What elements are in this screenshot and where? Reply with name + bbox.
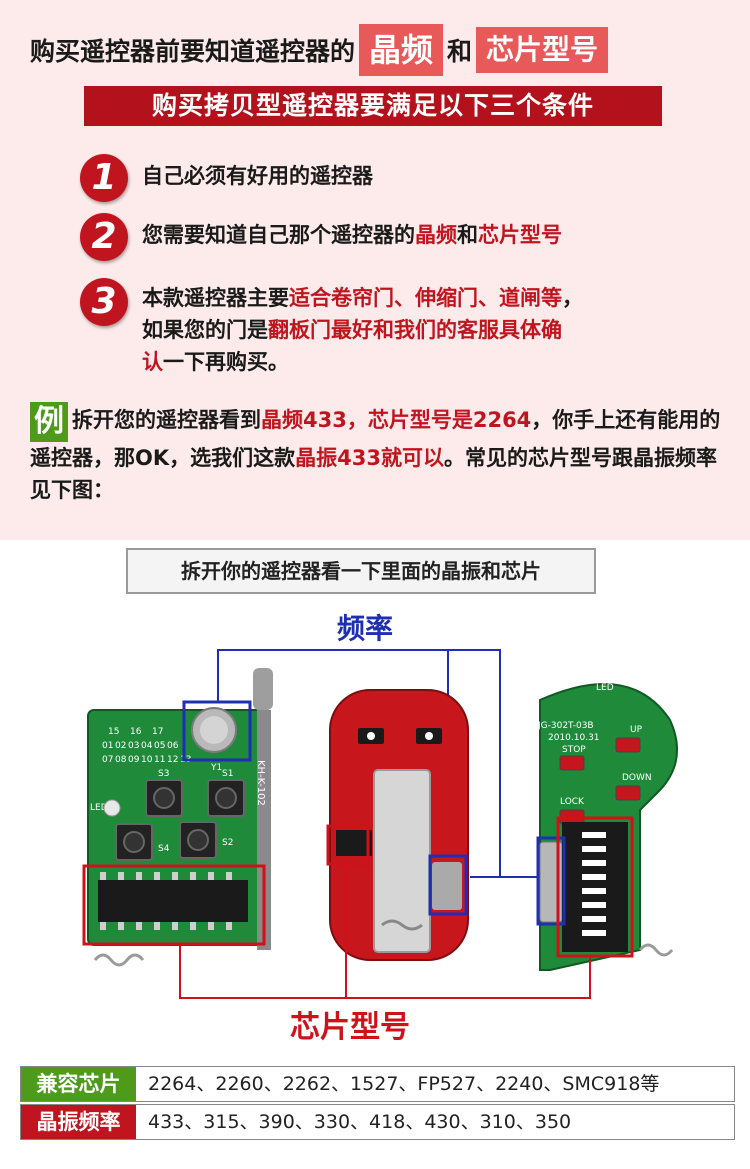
svg-text:LOCK: LOCK xyxy=(560,797,585,807)
svg-text:DOWN: DOWN xyxy=(622,773,652,783)
board-3-model: JG-302T-03B xyxy=(537,721,594,731)
condition-3-l3-b: 一下再购买。 xyxy=(163,350,289,374)
example-paragraph: 例拆开您的遥控器看到晶频433，芯片型号是2264，你手上还有能用的遥控器，那O… xyxy=(30,402,730,506)
condition-3: 3 本款遥控器主要适合卷帘门、伸缩门、道闸等， 如果您的门是翻板门最好和我们的客… xyxy=(80,278,583,378)
condition-2-text-c: 和 xyxy=(457,223,478,247)
example-t6: 。常见的芯片型号跟晶振频率见下图： xyxy=(30,446,717,502)
crystal-frequency-row: 晶振频率 433、315、390、330、418、430、310、350 xyxy=(20,1104,735,1140)
svg-text:12: 12 xyxy=(167,755,178,765)
example-t3: 2264 xyxy=(472,408,532,432)
svg-text:10: 10 xyxy=(141,755,153,765)
svg-text:15: 15 xyxy=(108,727,119,737)
condition-3-l1-a: 本款遥控器主要 xyxy=(142,286,289,310)
svg-text:09: 09 xyxy=(128,755,140,765)
condition-1-text: 自己必须有好用的遥控器 xyxy=(142,164,373,188)
condition-2-text-b: 晶频 xyxy=(415,223,457,247)
example-t5: 晶振433就可以 xyxy=(295,446,444,470)
condition-3-l1-c: ， xyxy=(562,286,583,310)
condition-2-text-a: 您需要知道自己那个遥控器的 xyxy=(142,223,415,247)
svg-text:LED: LED xyxy=(596,683,614,693)
svg-text:11: 11 xyxy=(154,755,165,765)
condition-3-l3-a: 认 xyxy=(142,350,163,374)
example-t4: ，你手上还有能用的遥控器，那OK，选我们这款 xyxy=(30,408,721,470)
condition-3-l2-a: 如果您的门是 xyxy=(142,318,268,342)
svg-text:S4: S4 xyxy=(158,844,170,854)
compatible-chips-row: 兼容芯片 2264、2260、2262、1527、FP527、2240、SMC9… xyxy=(20,1066,735,1102)
svg-text:S1: S1 xyxy=(222,769,233,779)
svg-text:01: 01 xyxy=(102,741,113,751)
board-3-date: 2010.10.31 xyxy=(548,733,600,743)
compatible-chips-value: 2264、2260、2262、1527、FP527、2240、SMC918等 xyxy=(136,1067,734,1101)
svg-text:KH-K-102: KH-K-102 xyxy=(255,760,266,806)
svg-text:S3: S3 xyxy=(158,769,169,779)
condition-1: 1 自己必须有好用的遥控器 xyxy=(80,154,373,202)
example-tag: 例 xyxy=(30,402,68,442)
svg-text:UP: UP xyxy=(630,725,643,735)
svg-text:Y1: Y1 xyxy=(210,763,222,773)
svg-text:17: 17 xyxy=(152,727,163,737)
crystal-frequency-value: 433、315、390、330、418、430、310、350 xyxy=(136,1105,734,1139)
svg-text:08: 08 xyxy=(115,755,127,765)
example-t2: 晶频433，芯片型号是 xyxy=(261,408,473,432)
svg-text:S2: S2 xyxy=(222,838,233,848)
condition-3-l2-b: 翻板门最好和我们的客服具体确 xyxy=(268,318,562,342)
headline: 购买遥控器前要知道遥控器的 晶频 和 芯片型号 xyxy=(30,20,612,80)
board-3: JG-302T-03B 2010.10.31 STOP UP DOWN LOCK… xyxy=(536,683,678,971)
svg-text:03: 03 xyxy=(128,741,139,751)
svg-text:16: 16 xyxy=(130,727,142,737)
headline-tag-chip: 芯片型号 xyxy=(476,27,609,73)
chip-annotation-lines xyxy=(179,864,591,999)
frequency-label: 频率 xyxy=(337,612,394,645)
svg-text:07: 07 xyxy=(102,755,113,765)
board-2 xyxy=(326,689,469,961)
conditions-banner: 购买拷贝型遥控器要满足以下三个条件 xyxy=(84,86,662,126)
number-badge-3: 3 xyxy=(80,278,128,326)
number-badge-2: 2 xyxy=(80,213,128,261)
open-remote-banner: 拆开你的遥控器看一下里面的晶振和芯片 xyxy=(126,548,596,594)
condition-3-l1-b: 适合卷帘门、伸缩门、道闸等 xyxy=(289,286,562,310)
number-badge-1: 1 xyxy=(80,154,128,202)
svg-text:STOP: STOP xyxy=(562,745,586,755)
svg-text:LED: LED xyxy=(90,803,108,813)
svg-text:04: 04 xyxy=(141,741,153,751)
headline-middle: 和 xyxy=(447,37,473,66)
crystal-frequency-label: 晶振频率 xyxy=(21,1105,136,1139)
headline-tag-frequency: 晶频 xyxy=(359,24,444,76)
example-t1: 拆开您的遥控器看到 xyxy=(72,408,261,432)
compatible-chips-label: 兼容芯片 xyxy=(21,1067,136,1101)
condition-2-text-d: 芯片型号 xyxy=(478,223,562,247)
svg-text:06: 06 xyxy=(167,741,179,751)
headline-prefix: 购买遥控器前要知道遥控器的 xyxy=(30,37,356,66)
svg-text:05: 05 xyxy=(154,741,165,751)
svg-text:02: 02 xyxy=(115,741,126,751)
chip-model-label: 芯片型号 xyxy=(290,1010,410,1045)
condition-2: 2 您需要知道自己那个遥控器的晶频和芯片型号 xyxy=(80,213,562,261)
